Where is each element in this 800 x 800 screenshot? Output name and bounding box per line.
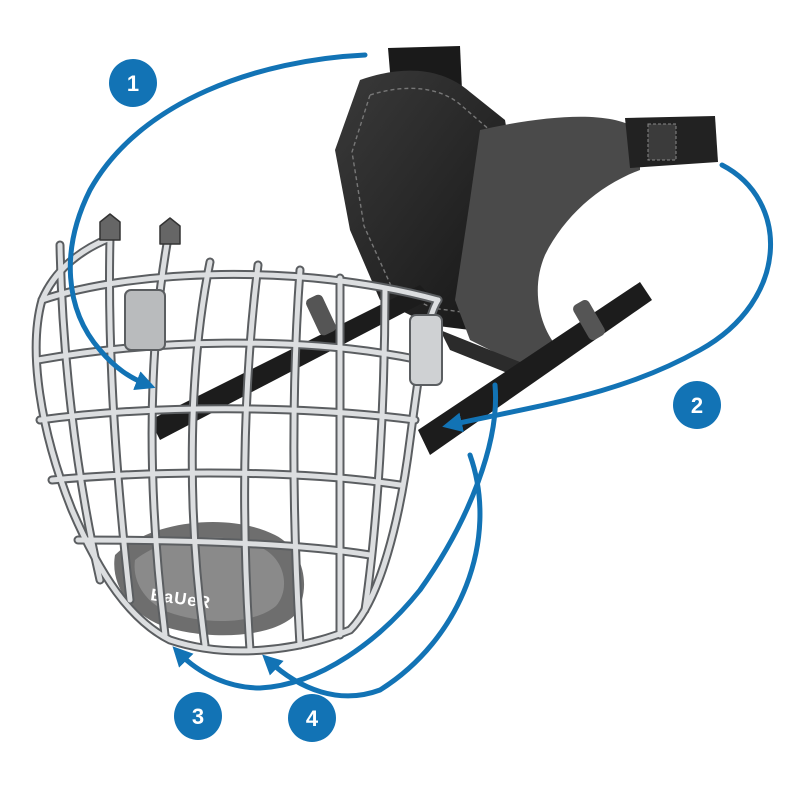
- cage-clips: [99, 213, 443, 386]
- step-badge-2-number: 2: [691, 393, 703, 418]
- top-clip-left: [99, 213, 121, 241]
- side-pad: [455, 116, 640, 365]
- strap-buckle-left: [306, 294, 336, 336]
- step-badge-4: 4: [288, 694, 336, 742]
- strap-buckle-right: [573, 300, 605, 340]
- instruction-arrows: [67, 52, 774, 699]
- arrow-step-4: [262, 452, 483, 699]
- step-badge-3: 3: [174, 692, 222, 740]
- side-clip-upper: [409, 314, 443, 386]
- side-clip-left: [124, 289, 166, 351]
- step-badge-1-number: 1: [127, 71, 139, 96]
- top-clip-right: [159, 217, 181, 245]
- arrow-step-2: [442, 162, 774, 433]
- step-badge-2: 2: [673, 381, 721, 429]
- step-badge-1: 1: [109, 59, 157, 107]
- cage-straps: BaUeR: [150, 282, 652, 465]
- arrow-step-3: [172, 382, 499, 691]
- wire-cage: [31, 213, 443, 656]
- step-badge-3-number: 3: [192, 704, 204, 729]
- arrow-step-1: [67, 52, 368, 390]
- head-harness: [335, 46, 718, 378]
- velcro-tab: [647, 123, 677, 161]
- step-badge-4-number: 4: [306, 706, 319, 731]
- step-badges: 1 2 3 4: [109, 59, 721, 742]
